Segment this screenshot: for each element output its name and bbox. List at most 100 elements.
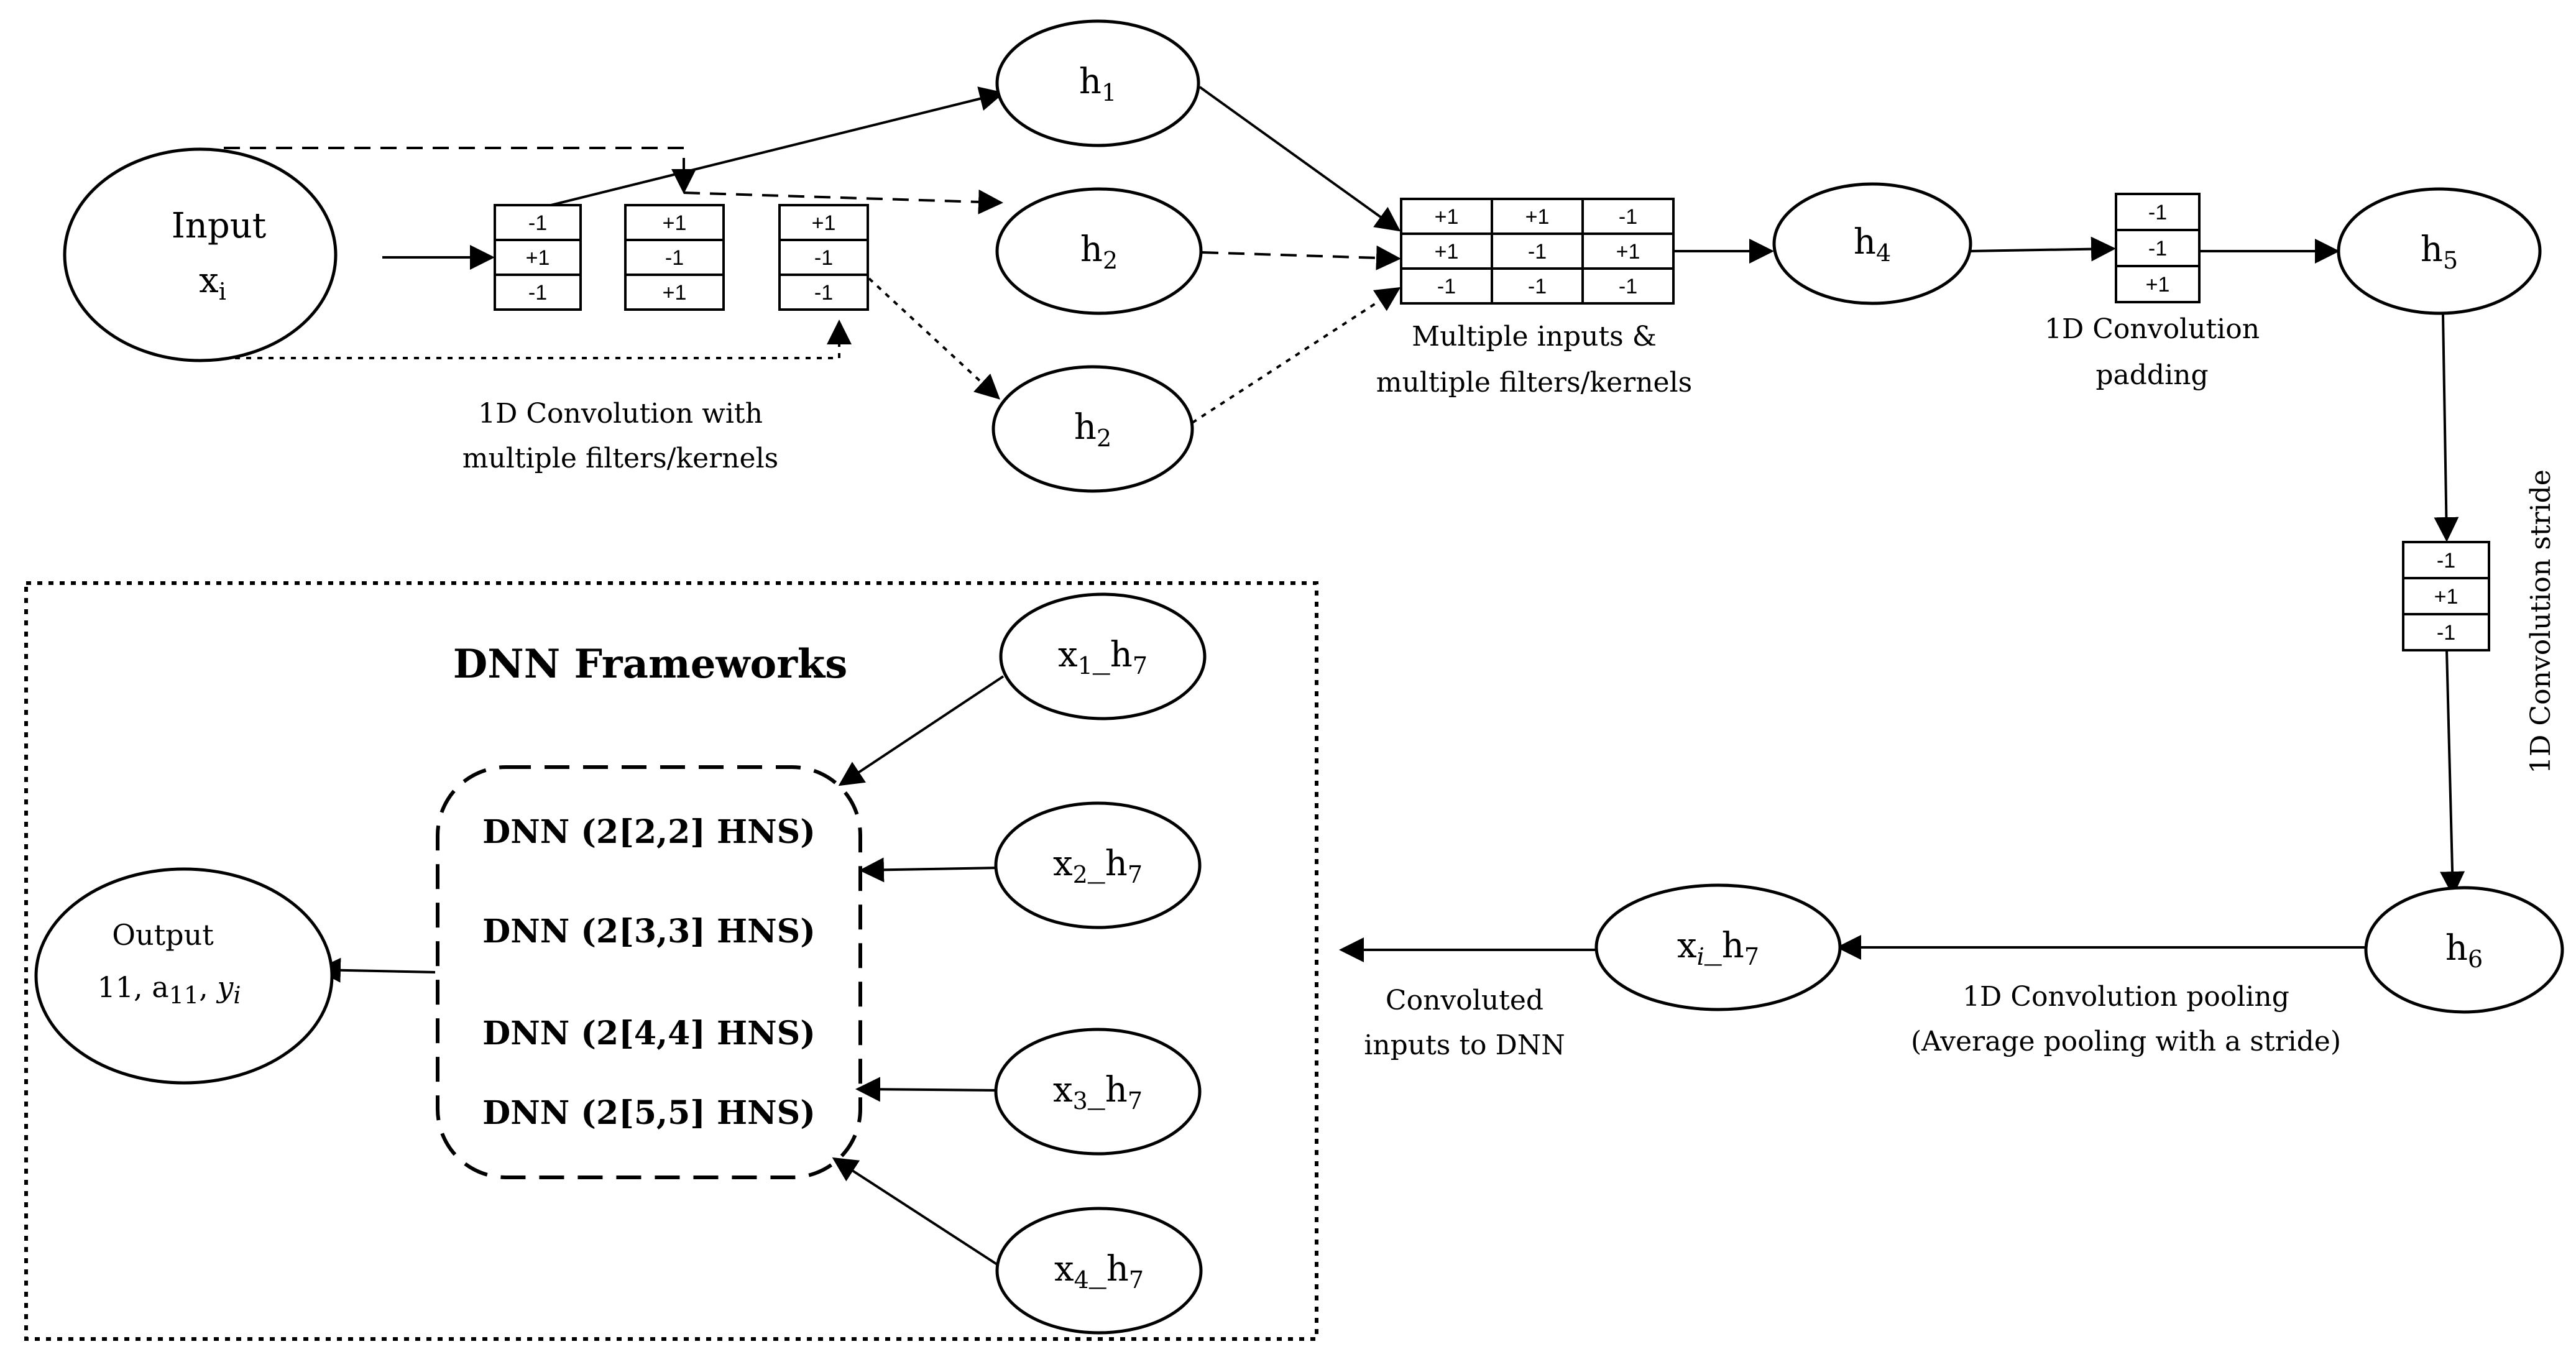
filter-cell-value: -1 — [528, 281, 547, 305]
filter-cell-value: -1 — [2148, 237, 2167, 260]
input-node: Input xi — [63, 147, 338, 362]
node-h1: h1 — [995, 19, 1200, 147]
filter-stride: -1 +1 -1 — [2402, 541, 2490, 651]
caption-pooling-1: 1D Convolution pooling — [1962, 981, 2289, 1013]
input-title: Input — [172, 206, 267, 246]
filter-cell-value: +1 — [526, 246, 550, 270]
edge-stride-h6 — [2440, 650, 2465, 896]
filter-cell — [2402, 613, 2490, 651]
filter-cell-value: -1 — [1619, 275, 1637, 298]
edge-x1h7-dnn — [838, 675, 1005, 786]
edge-h1-multi — [1198, 86, 1401, 232]
output-values: 11, a11, yi — [98, 970, 241, 1009]
edge-input-k3-dotted — [224, 326, 840, 359]
edge-input-h2-dashed — [224, 147, 685, 190]
filter-cell-value: +1 — [2146, 273, 2170, 297]
node-x1-h7-label: x1_h7 — [1058, 635, 1148, 679]
filter-cell — [2402, 541, 2490, 579]
caption-multi-inputs-2: multiple filters/kernels — [1376, 367, 1693, 398]
node-x4-h7-label: x4_h7 — [1054, 1249, 1144, 1294]
node-x3-h7-label: x3_h7 — [1053, 1070, 1143, 1115]
node-h5: h5 — [2337, 187, 2542, 315]
filter-padding: -1 -1 +1 — [2115, 193, 2201, 303]
caption-stride: 1D Convolution stride — [2525, 469, 2557, 774]
caption-convoluted-1: Convoluted — [1386, 985, 1543, 1016]
filter-cell-value: +1 — [663, 211, 687, 235]
dnn-frameworks-title: DNN Frameworks — [453, 641, 848, 688]
node-h5-label: h5 — [2421, 229, 2458, 274]
caption-multi-inputs-1: Multiple inputs & — [1412, 321, 1657, 352]
caption-padding-2: padding — [2095, 359, 2208, 391]
filter-cell — [1491, 198, 1584, 235]
filter-cell-value: -1 — [1528, 240, 1547, 264]
edge-x2h7-dnn — [859, 857, 999, 883]
dnn-item-4: DNN (2[5,5] HNS) — [482, 1094, 816, 1132]
dnn-item-1: DNN (2[2,2] HNS) — [482, 813, 816, 851]
dnn-item-2: DNN (2[3,3] HNS) — [482, 913, 816, 950]
node-h2-b-label: h2 — [1074, 407, 1111, 452]
node-h1-label: h1 — [1079, 62, 1116, 106]
filter-cell — [494, 204, 582, 241]
filter-cell-value: -1 — [814, 246, 833, 270]
edge-h5-stride — [2434, 313, 2459, 542]
node-x1-h7: x1_h7 — [999, 592, 1207, 720]
input-var: xi — [199, 260, 226, 305]
filter-cell-value: +1 — [1525, 205, 1550, 229]
filter-cell-value: +1 — [2434, 585, 2459, 609]
filter-cell-value: -1 — [814, 281, 833, 305]
filter-cell — [494, 274, 582, 311]
edge-h2a-multi — [1202, 245, 1401, 270]
edges — [224, 86, 2465, 1266]
node-x4-h7: x4_h7 — [995, 1207, 1203, 1335]
edge-k3-h2b — [868, 277, 1000, 400]
filter-cell — [624, 204, 725, 241]
filter-cell-value: -1 — [528, 211, 547, 235]
edge-x4h7-dnn — [832, 1157, 998, 1266]
node-h2-a: h2 — [995, 187, 1203, 315]
caption-convoluted-2: inputs to DNN — [1364, 1029, 1565, 1061]
filter-cell — [1581, 267, 1675, 305]
node-xi-h7: xi_h7 — [1594, 883, 1842, 1011]
filter-multi-kernels: +1+1-1+1-1+1-1-1-1 — [1400, 198, 1675, 305]
filter-cell — [2115, 193, 2201, 231]
edge-dnn-output — [316, 957, 436, 983]
filter-cell — [1400, 232, 1493, 270]
filter-kernel-1: -1 +1 -1 — [494, 204, 582, 311]
node-h4-label: h4 — [1854, 222, 1891, 267]
node-x3-h7: x3_h7 — [994, 1028, 1202, 1156]
filter-cell-value: -1 — [665, 246, 684, 270]
filter-cell-value: +1 — [1435, 205, 1459, 229]
dnn-item-3: DNN (2[4,4] HNS) — [482, 1015, 816, 1052]
filter-cell-value: -1 — [2437, 621, 2455, 645]
edge-k1-h1 — [540, 86, 1005, 209]
dnn-frameworks-panel — [24, 581, 1318, 1341]
caption-conv-multi-2: multiple filters/kernels — [462, 443, 779, 474]
node-h2-a-label: h2 — [1080, 229, 1118, 274]
filter-cell-value: -1 — [1437, 275, 1456, 298]
filter-kernel-2: +1 -1 +1 — [624, 204, 725, 311]
output-label: Output — [112, 918, 214, 952]
edge-h2b-multi — [1191, 287, 1401, 424]
node-x2-h7-label: x2_h7 — [1053, 844, 1143, 888]
filter-cell — [1400, 267, 1493, 305]
filter-cell — [624, 239, 725, 276]
edge-h4-pad — [1970, 236, 2116, 262]
filter-cell-value: -1 — [2148, 201, 2167, 224]
caption-conv-multi-1: 1D Convolution with — [478, 398, 763, 430]
edge-x3h7-dnn — [855, 1077, 999, 1102]
node-h2-b: h2 — [991, 365, 1194, 493]
edge-dash-h2a — [683, 189, 1003, 214]
filter-cell-value: +1 — [812, 211, 836, 235]
filter-cell-value: -1 — [1619, 205, 1637, 229]
node-h6: h6 — [2364, 886, 2564, 1014]
filter-cell-value: +1 — [663, 281, 687, 305]
output-node: Output 11, a11, yi — [34, 867, 334, 1085]
node-h6-label: h6 — [2445, 928, 2483, 973]
node-x2-h7: x2_h7 — [994, 801, 1202, 929]
filter-cell-value: -1 — [1528, 275, 1547, 298]
node-xi-h7-label: xi_h7 — [1677, 926, 1759, 970]
filter-cell-value: -1 — [2437, 549, 2455, 573]
filter-cell — [2115, 229, 2201, 267]
